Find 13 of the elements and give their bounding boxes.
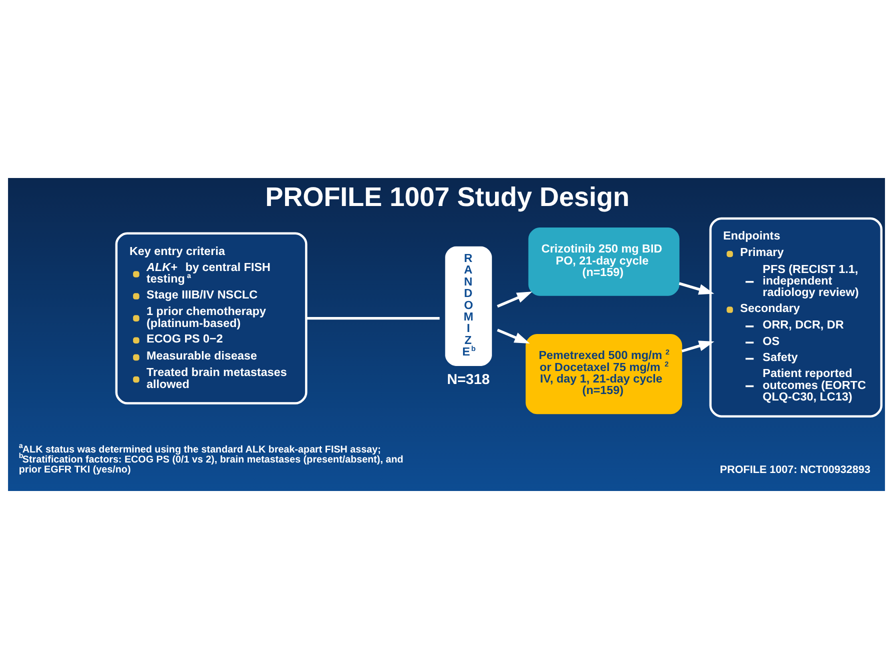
node-box: Crizotinib 250 mg BID PO, 21-day cycle (n=159) [528,226,680,296]
arrow [496,328,530,344]
arrow [678,282,714,294]
node-box: Pemetrexed 500 mg/m$^{2}$ or Docetaxel 75 mg/m$^{2}$ IV, day 1, 21-day cycle (n=159) [526,334,682,414]
node-box: Key entry criteria ALK+ by central FISH testing$^{a}$ Stage IIIB/IV NSCLC 1 prior chemotherapy (platinum-based) ECOG PS 0−2 Measurable disease Treated brain metastases allowed [115,232,308,404]
node-box: Endpoints Primary PFS (RECIST 1.1, independent radiology review) Secondary ORR, DCR, DR OS Safety Patient reported outcomes (EORTC QLQ-C30, LC13) [709,216,882,417]
node-label: N=318 [446,371,490,388]
label: PROFILE 1007: NCT00932893 [720,464,870,476]
arrow [682,340,714,352]
connector [306,316,440,320]
arrow [496,291,532,308]
node-box: RANDOMIZE$^{b}$ [445,246,492,366]
diagram-title: PROFILE 1007 Study Design [265,181,630,212]
